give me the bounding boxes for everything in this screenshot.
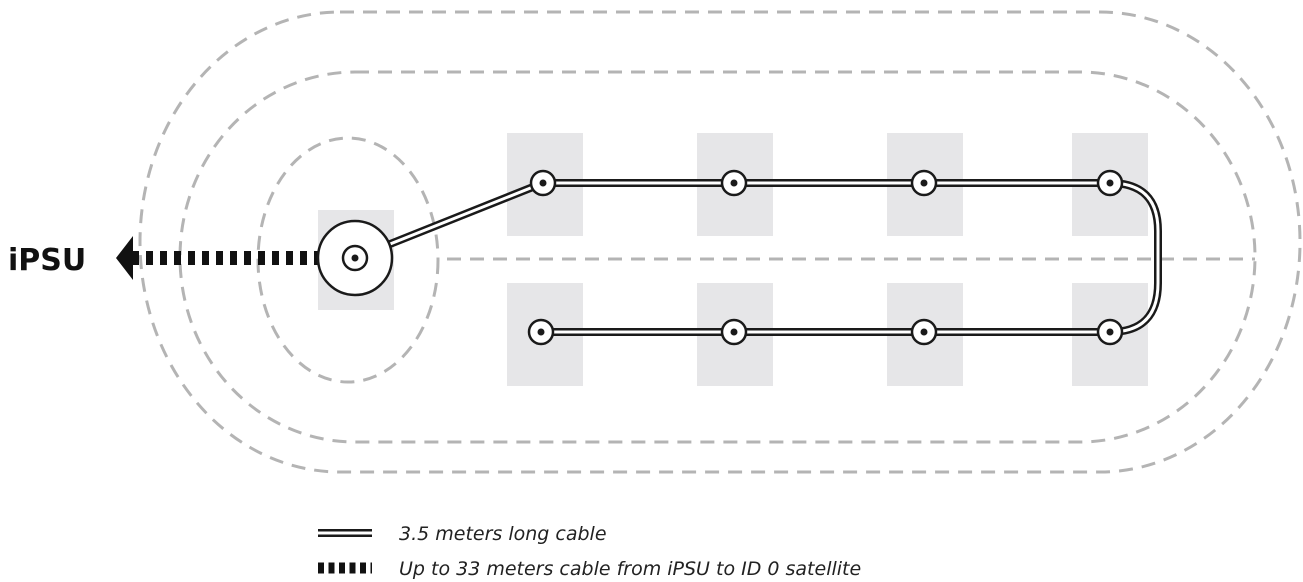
- outer-boundary: [138, 10, 1302, 474]
- satellite-nodes: [527, 169, 1124, 346]
- satellite-node: [1096, 318, 1124, 346]
- legend: 3.5 meters long cable Up to 33 meters ca…: [318, 523, 861, 580]
- arrowhead-icon: [116, 236, 133, 280]
- middle-boundary: [178, 70, 1257, 444]
- hub-satellite: [316, 219, 394, 297]
- legend-text-long-cable: Up to 33 meters cable from iPSU to ID 0 …: [399, 558, 861, 580]
- satellite-node: [720, 169, 748, 197]
- legend-item-short-cable: 3.5 meters long cable: [318, 523, 607, 545]
- satellite-node: [527, 318, 555, 346]
- satellite-node: [529, 169, 557, 197]
- satellite-node: [720, 318, 748, 346]
- satellite-node: [1096, 169, 1124, 197]
- legend-text-short-cable: 3.5 meters long cable: [399, 523, 607, 545]
- ipsu-label: iPSU: [8, 243, 86, 278]
- long-cable-to-ipsu: [116, 236, 318, 280]
- short-cable-chain: [353, 179, 1162, 336]
- coverage-boundaries: [138, 10, 1302, 474]
- satellite-node: [910, 318, 938, 346]
- legend-item-long-cable: Up to 33 meters cable from iPSU to ID 0 …: [318, 558, 861, 580]
- satellite-node: [910, 169, 938, 197]
